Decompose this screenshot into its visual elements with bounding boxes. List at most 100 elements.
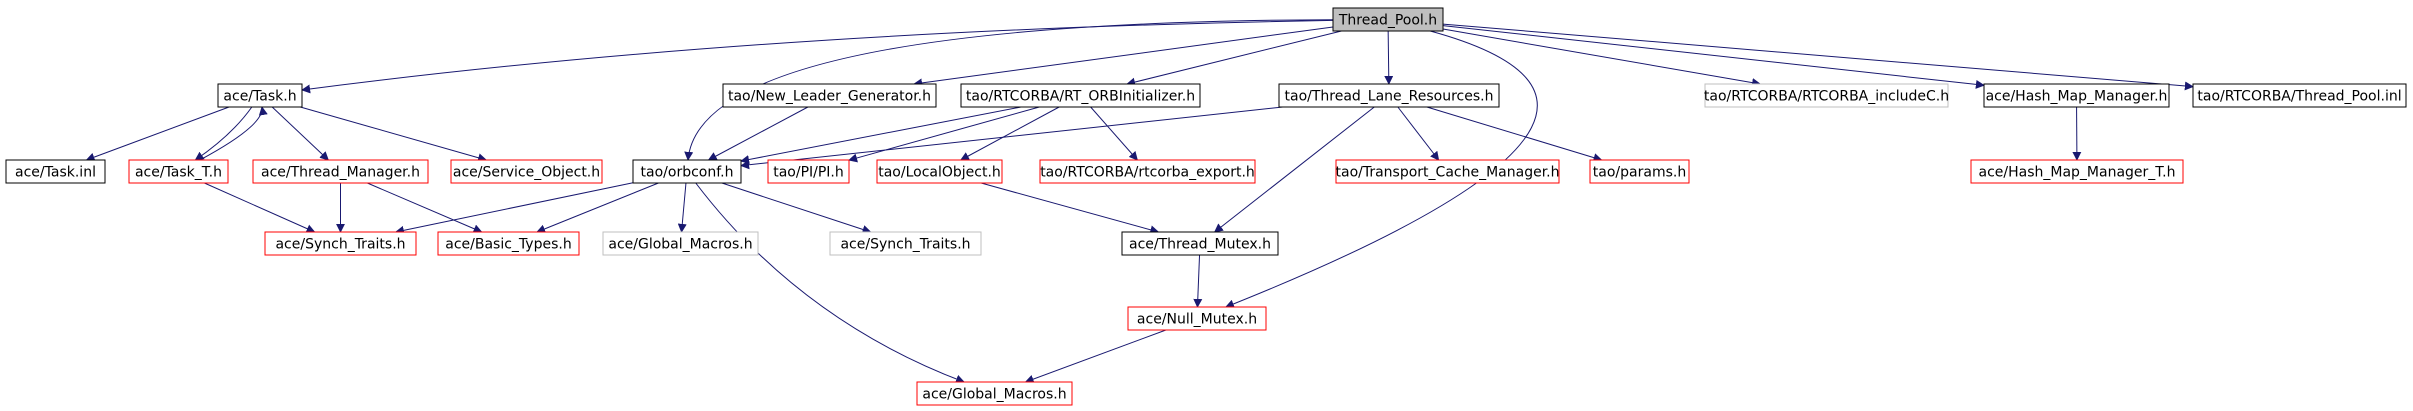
edge-tao_rtcorba_rt_orbinitializer_h-to-tao_pi_pi_h <box>848 106 1040 163</box>
node-label: tao/PI/PI.h <box>773 165 844 181</box>
edge-tao_orbconf_h-to-ace_global_macros_h_red <box>695 182 965 384</box>
node-ace_synch_traits_h_red[interactable]: ace/Synch_Traits.h <box>264 231 417 256</box>
node-label: tao/New_Leader_Generator.h <box>728 89 931 105</box>
node-box <box>1039 159 1256 184</box>
edge-ace_task_t_h-to-ace_task_h <box>199 106 268 161</box>
node-label: tao/Transport_Cache_Manager.h <box>1336 165 1560 181</box>
edge-tao_orbconf_h-to-ace_synch_traits_h_gray <box>721 182 872 234</box>
node-label: tao/params.h <box>1593 165 1686 181</box>
node-tao_orbconf_h[interactable]: tao/orbconf.h <box>632 159 742 184</box>
node-box <box>450 159 603 184</box>
node-tao_rtcorba_rtcorba_export_h[interactable]: tao/RTCORBA/rtcorba_export.h <box>1039 159 1256 184</box>
node-label: Thread_Pool.h <box>1338 13 1437 29</box>
edge-tao_thread_lane_resources_h-to-tao_orbconf_h <box>740 106 1283 170</box>
node-ace_hash_map_manager_t_h[interactable]: ace/Hash_Map_Manager_T.h <box>1970 159 2184 184</box>
node-tao_pi_pi_h[interactable]: tao/PI/PI.h <box>767 159 850 184</box>
node-ace_null_mutex_h[interactable]: ace/Null_Mutex.h <box>1127 306 1267 331</box>
node-label: ace/Task.inl <box>15 165 96 181</box>
node-label: ace/Task.h <box>223 89 296 105</box>
node-label: ace/Hash_Map_Manager.h <box>1986 89 2168 105</box>
node-tao_new_leader_generator_h[interactable]: tao/New_Leader_Generator.h <box>722 83 937 108</box>
node-label: ace/Synch_Traits.h <box>840 237 970 253</box>
node-box <box>1127 306 1267 331</box>
edge-ace_task_h-to-ace_task_inl <box>85 106 230 162</box>
node-box <box>916 381 1073 406</box>
node-tao_transport_cache_manager_h[interactable]: tao/Transport_Cache_Manager.h <box>1335 159 1560 184</box>
node-box <box>1121 231 1279 256</box>
node-tao_rtcorba_rtcorba_includec_h[interactable]: tao/RTCORBA/RTCORBA_includeC.h <box>1704 83 1949 108</box>
node-ace_thread_manager_h[interactable]: ace/Thread_Manager.h <box>252 159 429 184</box>
node-ace_hash_map_manager_h[interactable]: ace/Hash_Map_Manager.h <box>1983 83 2170 108</box>
edge-thread_pool_h-to-tao_orbconf_h <box>684 19 1334 161</box>
edge-thread_pool_h-to-tao_new_leader_generator_h <box>913 26 1334 88</box>
nodes-layer: Thread_Pool.h ace/Task.h tao/New_Leader_Ge… <box>5 7 2407 406</box>
node-thread_pool_h[interactable]: Thread_Pool.h <box>1332 7 1444 32</box>
node-label: ace/Global_Macros.h <box>922 387 1066 403</box>
edge-tao_thread_lane_resources_h-to-ace_thread_mutex_h <box>1213 106 1375 233</box>
edge-thread_pool_h-to-tao_rtcorba_rtcorba_includec_h <box>1442 28 1762 88</box>
edge-tao_new_leader_generator_h-to-tao_orbconf_h <box>707 106 809 161</box>
edge-ace_task_t_h-to-ace_synch_traits_h_red <box>204 182 316 233</box>
node-ace_global_macros_h_gray[interactable]: ace/Global_Macros.h <box>602 231 759 256</box>
node-box <box>632 159 742 184</box>
node-box <box>1970 159 2184 184</box>
node-box <box>829 231 982 256</box>
edge-thread_pool_h-to-tao_rtcorba_rt_orbinitializer_h <box>1126 30 1342 87</box>
node-label: ace/Task_T.h <box>135 165 222 181</box>
node-tao_rtcorba_rt_orbinitializer_h[interactable]: tao/RTCORBA/RT_ORBInitializer.h <box>960 83 1201 108</box>
node-label: ace/Null_Mutex.h <box>1137 312 1257 328</box>
edge-ace_null_mutex_h-to-ace_global_macros_h_red <box>1024 329 1167 384</box>
edge-tao_orbconf_h-to-ace_synch_traits_h_red <box>394 182 634 235</box>
node-label: ace/Global_Macros.h <box>608 237 752 253</box>
node-ace_task_h[interactable]: ace/Task.h <box>217 83 303 108</box>
edge-tao_thread_lane_resources_h-to-tao_params_h <box>1426 106 1603 162</box>
node-box <box>767 159 850 184</box>
node-box <box>2192 83 2407 108</box>
edge-ace_task_h-to-ace_thread_manager_h <box>271 106 329 161</box>
node-box <box>5 159 106 184</box>
node-label: ace/Basic_Types.h <box>445 237 571 253</box>
node-box <box>437 231 580 256</box>
edge-tao_localobject_h-to-ace_thread_mutex_h <box>980 182 1160 235</box>
node-label: ace/Thread_Manager.h <box>261 165 420 181</box>
node-ace_synch_traits_h_gray[interactable]: ace/Synch_Traits.h <box>829 231 982 256</box>
node-ace_thread_mutex_h[interactable]: ace/Thread_Mutex.h <box>1121 231 1279 256</box>
edge-tao_rtcorba_rt_orbinitializer_h-to-tao_orbconf_h <box>740 106 1022 164</box>
edge-thread_pool_h-to-ace_task_h <box>301 19 1334 94</box>
edge-ace_task_h-to-ace_service_object_h <box>300 106 488 163</box>
node-tao_params_h[interactable]: tao/params.h <box>1589 159 1690 184</box>
node-label: tao/Thread_Lane_Resources.h <box>1285 89 1494 105</box>
edge-ace_thread_manager_h-to-ace_basic_types_h <box>367 182 483 233</box>
node-ace_task_inl[interactable]: ace/Task.inl <box>5 159 106 184</box>
edge-thread_pool_h-to-tao_thread_lane_resources_h <box>1384 30 1394 85</box>
edge-tao_orbconf_h-to-ace_global_macros_h_gray <box>677 182 687 233</box>
edge-tao_rtcorba_rt_orbinitializer_h-to-tao_rtcorba_rtcorba_export_h <box>1090 106 1138 161</box>
node-ace_basic_types_h[interactable]: ace/Basic_Types.h <box>437 231 580 256</box>
node-ace_global_macros_h_red[interactable]: ace/Global_Macros.h <box>916 381 1073 406</box>
node-box <box>1589 159 1690 184</box>
node-box <box>1278 83 1500 108</box>
node-label: tao/RTCORBA/RT_ORBInitializer.h <box>966 89 1195 105</box>
node-tao_localobject_h[interactable]: tao/LocalObject.h <box>876 159 1003 184</box>
node-ace_task_t_h[interactable]: ace/Task_T.h <box>128 159 229 184</box>
edge-thread_pool_h-to-tao_rtcorba_thread_pool_inl <box>1442 23 2194 91</box>
node-label: ace/Hash_Map_Manager_T.h <box>1978 165 2175 181</box>
node-label: ace/Synch_Traits.h <box>275 237 405 253</box>
node-tao_rtcorba_thread_pool_inl[interactable]: tao/RTCORBA/Thread_Pool.inl <box>2192 83 2407 108</box>
node-box <box>128 159 229 184</box>
node-box <box>1983 83 2170 108</box>
node-tao_thread_lane_resources_h[interactable]: tao/Thread_Lane_Resources.h <box>1278 83 1500 108</box>
node-box <box>602 231 759 256</box>
edge-ace_task_h-to-ace_task_t_h <box>194 106 253 161</box>
node-label: ace/Thread_Mutex.h <box>1129 237 1271 253</box>
node-ace_service_object_h[interactable]: ace/Service_Object.h <box>450 159 603 184</box>
edge-tao_orbconf_h-to-ace_basic_types_h <box>536 182 659 234</box>
node-label: tao/RTCORBA/RTCORBA_includeC.h <box>1704 89 1949 105</box>
node-label: tao/orbconf.h <box>641 165 734 181</box>
edge-thread_pool_h-to-ace_null_mutex_h <box>1225 30 1538 309</box>
node-box <box>1704 83 1949 108</box>
node-label: tao/RTCORBA/Thread_Pool.inl <box>2197 89 2401 105</box>
edges-layer <box>85 19 2194 384</box>
edge-tao_rtcorba_rt_orbinitializer_h-to-tao_localobject_h <box>960 106 1060 161</box>
node-label: tao/RTCORBA/rtcorba_export.h <box>1040 165 1255 181</box>
